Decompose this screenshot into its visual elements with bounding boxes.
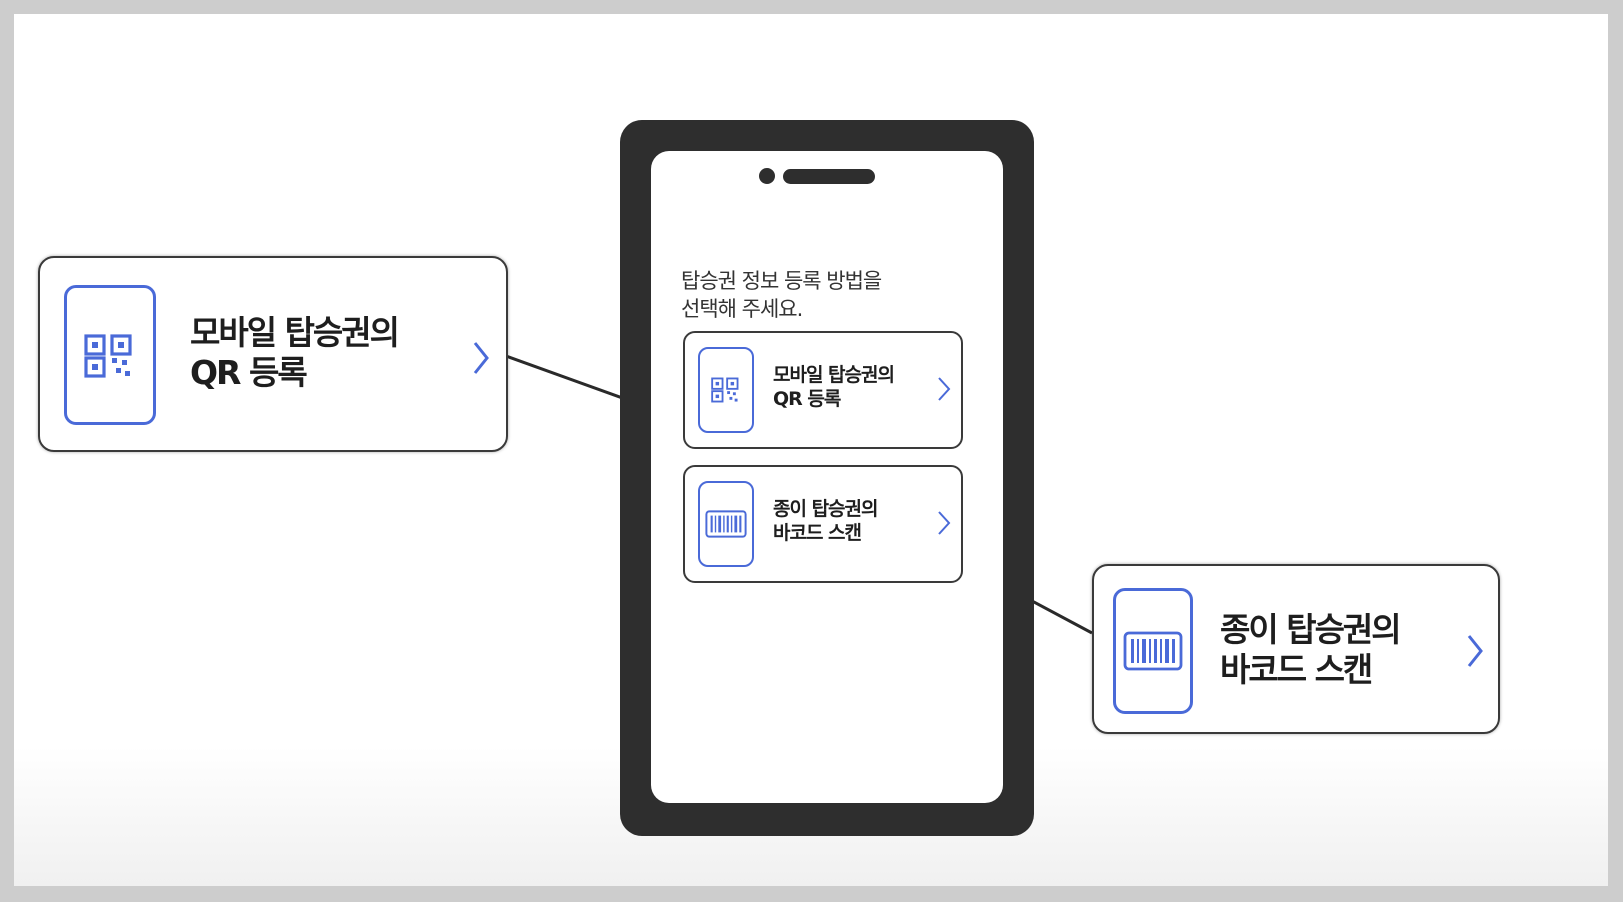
qr-code-icon [84, 334, 132, 378]
instruction-line2: 선택해 주세요. [681, 297, 803, 321]
chevron-right-icon [938, 511, 951, 535]
option-label-line2: 바코드 스캔 [1220, 650, 1373, 689]
instruction-line1: 탑승권 정보 등록 방법을 [681, 269, 882, 293]
option-label-line1: 종이 탑승권의 [1220, 610, 1402, 649]
option-label: 모바일 탑승권의 QR 등록 [773, 363, 895, 411]
barcode-phone-icon [1113, 588, 1193, 714]
barcode-icon [705, 510, 747, 538]
option-label-line1: 종이 탑승권의 [773, 498, 878, 520]
option-label-line1: 모바일 탑승권의 [190, 313, 400, 352]
illustration-frame: 모바일 탑승권의 QR 등록 종이 탑승권의 바코드 스캔 [14, 14, 1608, 886]
option-label: 모바일 탑승권의 QR 등록 [190, 313, 400, 393]
speaker-grille [783, 169, 875, 184]
chevron-right-icon [938, 377, 951, 401]
barcode-icon [1123, 631, 1183, 671]
option-label: 종이 탑승권의 바코드 스캔 [1220, 610, 1402, 690]
qr-phone-icon [698, 347, 754, 433]
barcode-phone-icon [698, 481, 754, 567]
qr-code-icon [711, 377, 739, 403]
chevron-right-icon [473, 342, 489, 374]
instruction-text: 탑승권 정보 등록 방법을 선택해 주세요. [681, 267, 981, 323]
phone-screen: 탑승권 정보 등록 방법을 선택해 주세요. [651, 151, 1003, 803]
camera-dot [759, 168, 775, 184]
callout-paper-barcode-option[interactable]: 종이 탑승권의 바코드 스캔 [1092, 564, 1500, 734]
option-label-line1: 모바일 탑승권의 [773, 364, 895, 386]
chevron-right-icon [1467, 635, 1483, 667]
paper-barcode-option[interactable]: 종이 탑승권의 바코드 스캔 [683, 465, 963, 583]
qr-phone-icon [64, 285, 156, 425]
mobile-qr-option[interactable]: 모바일 탑승권의 QR 등록 [683, 331, 963, 449]
option-label: 종이 탑승권의 바코드 스캔 [773, 497, 878, 545]
option-label-line2: 바코드 스캔 [773, 522, 862, 544]
option-label-line2: QR 등록 [190, 353, 308, 392]
phone-device: 탑승권 정보 등록 방법을 선택해 주세요. [620, 120, 1034, 836]
option-label-line2: QR 등록 [773, 388, 841, 410]
callout-mobile-qr-option[interactable]: 모바일 탑승권의 QR 등록 [38, 256, 508, 452]
